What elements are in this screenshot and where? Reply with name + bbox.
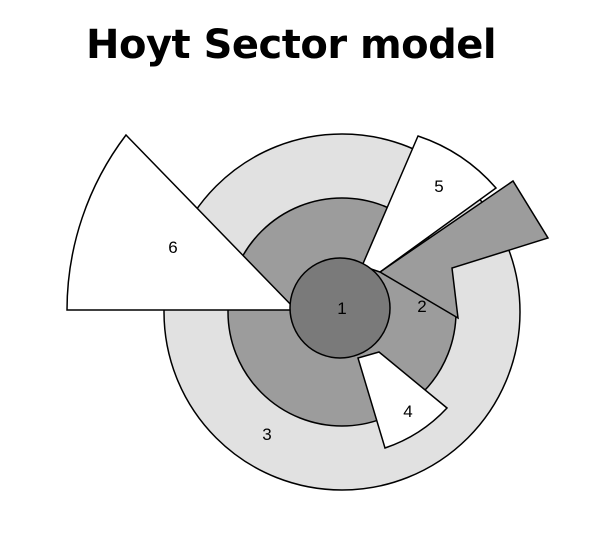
zone-label-5: 5: [434, 177, 443, 196]
zone-4-sector: [357, 351, 449, 449]
page-title: Hoyt Sector model: [86, 22, 497, 68]
zone-2-wedge: [378, 179, 550, 320]
zone-label-3: 3: [262, 425, 271, 444]
zone-label-1: 1: [337, 299, 346, 318]
zone-label-2: 2: [417, 297, 426, 316]
zone-1-center: [289, 257, 391, 359]
zone-6-sector: [66, 133, 298, 311]
zone-label-6: 6: [168, 238, 177, 257]
zone-label-4: 4: [403, 402, 412, 421]
zone-5-sector: [360, 135, 498, 273]
